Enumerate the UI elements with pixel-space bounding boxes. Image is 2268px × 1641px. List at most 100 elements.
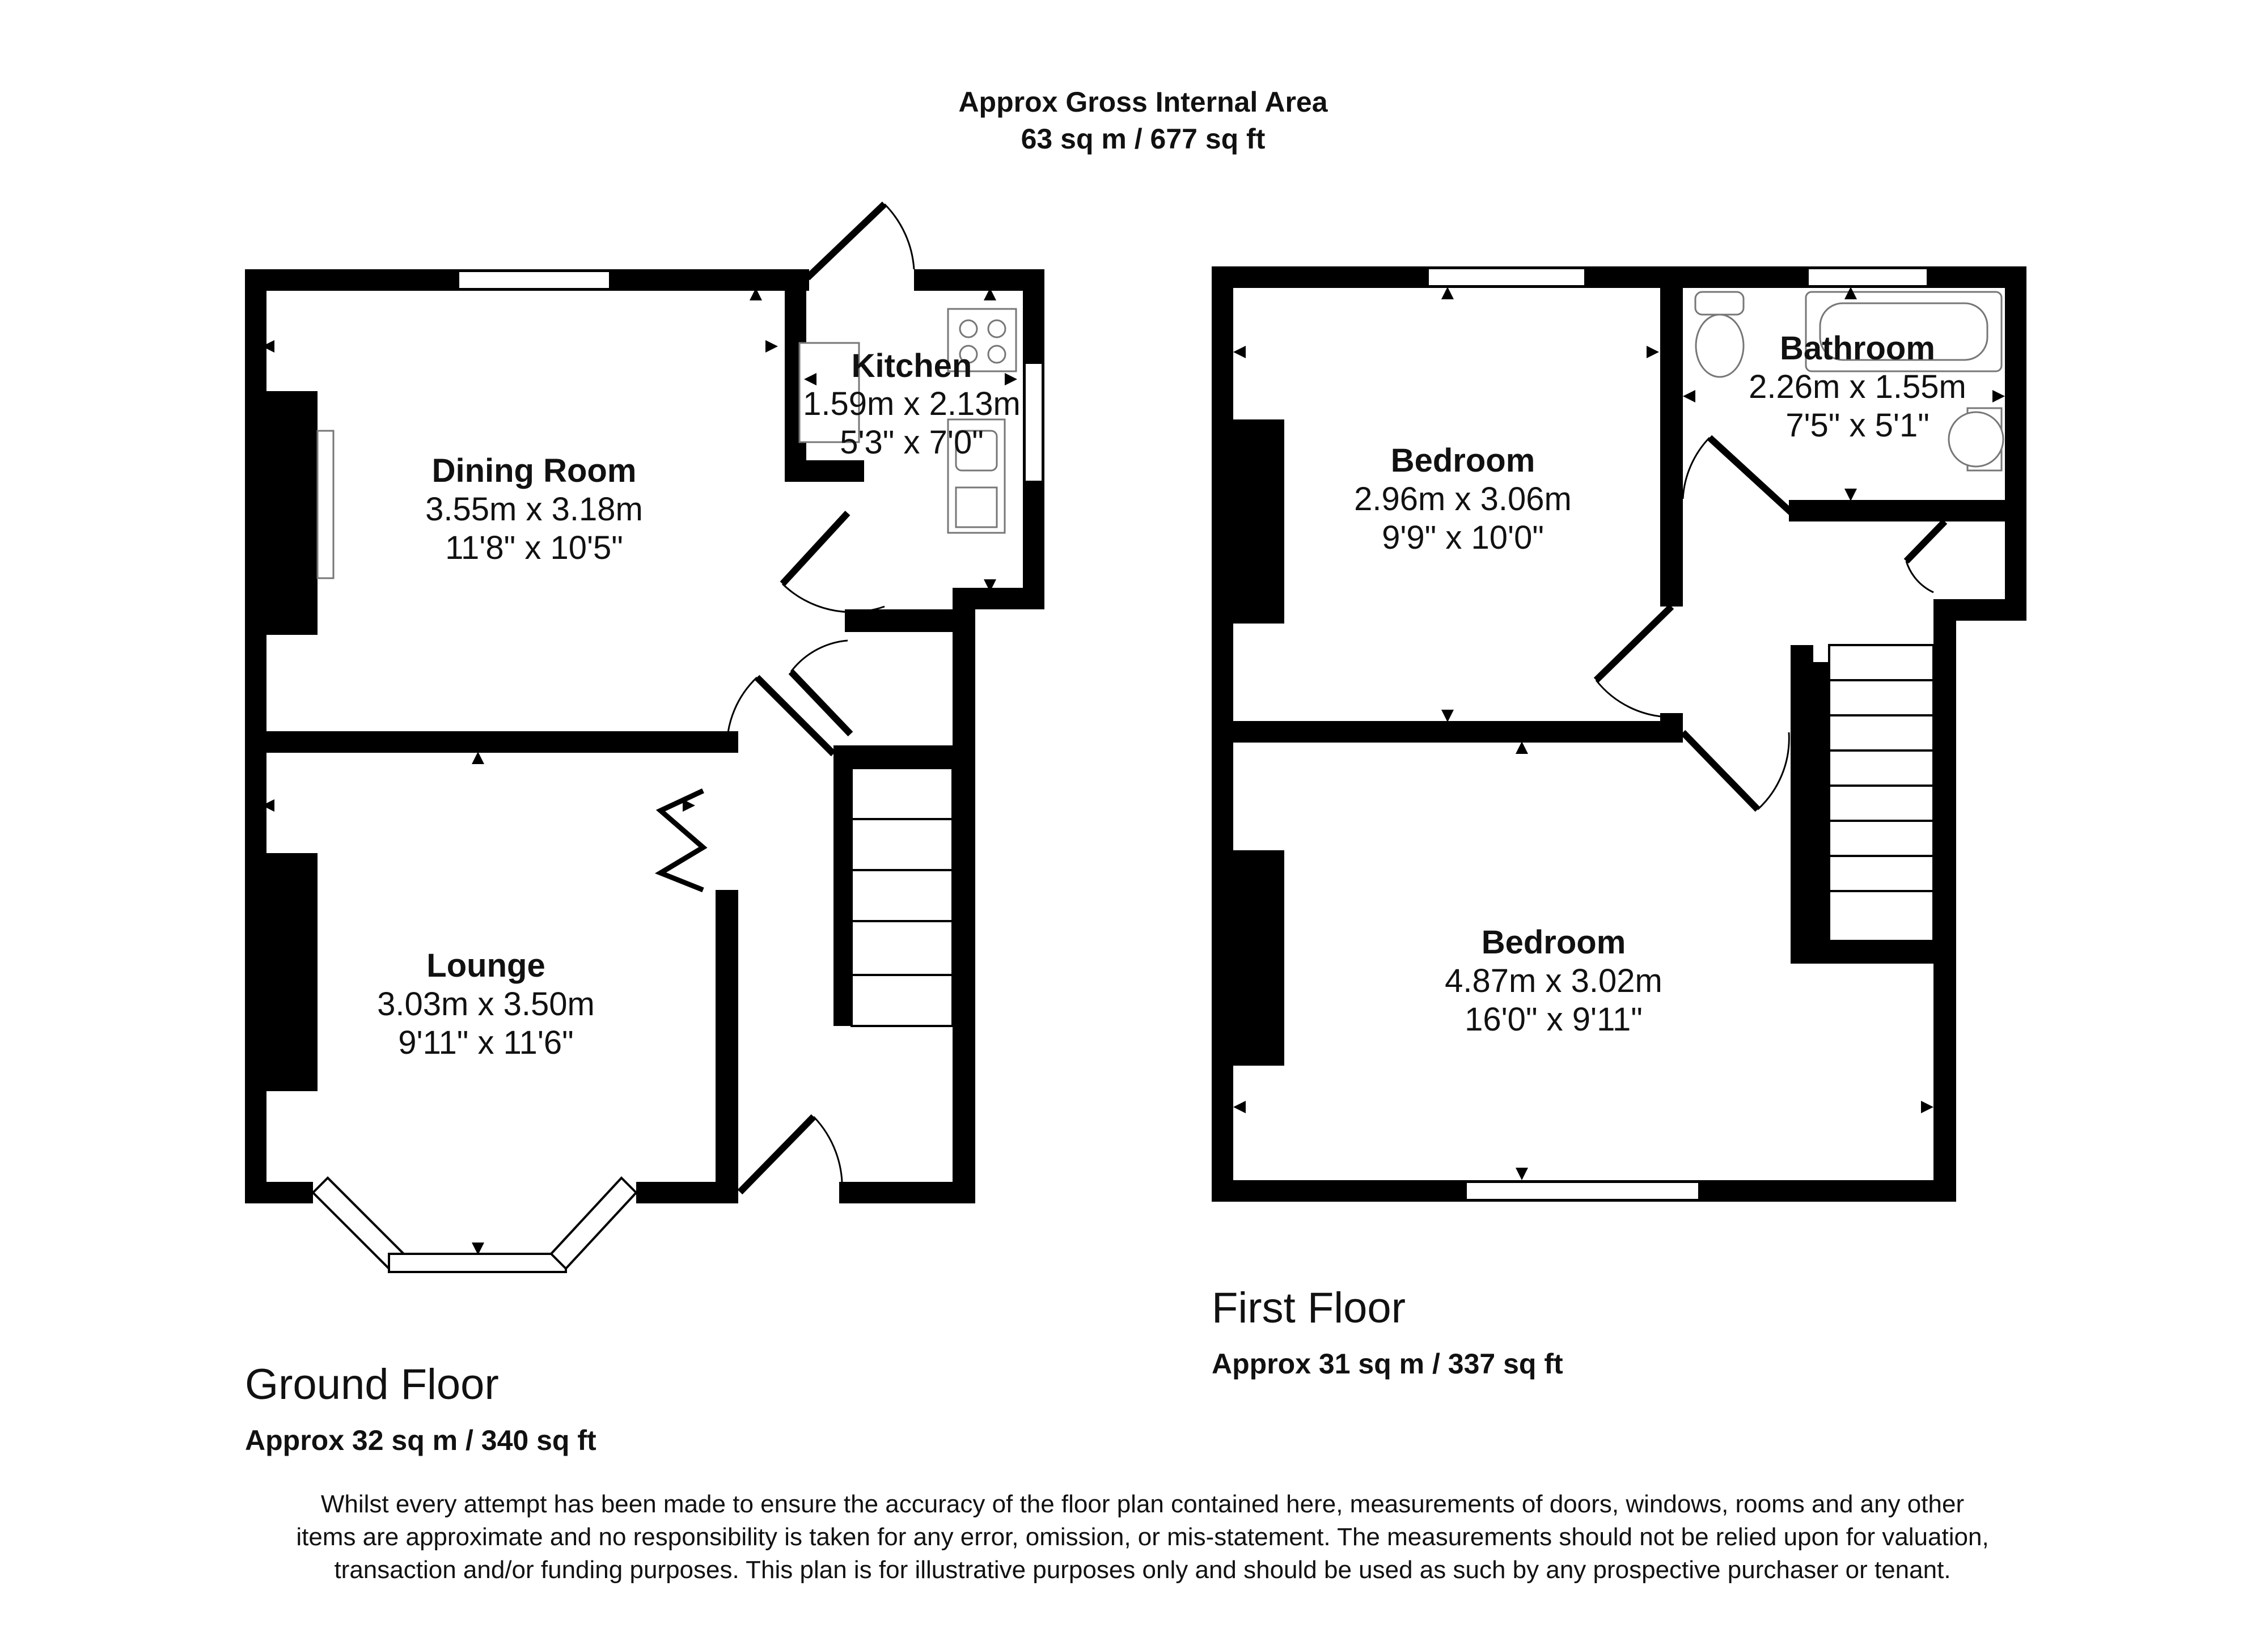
measure-arrow [984, 288, 996, 300]
first-floor-title: First Floor [1212, 1284, 1406, 1332]
bedroom-door-leaf [1593, 604, 1674, 683]
ground-floor-title: Ground Floor [245, 1360, 499, 1409]
measure-arrow [1233, 346, 1246, 358]
wall [953, 609, 975, 1203]
stair-stringer [1813, 662, 1829, 941]
bedroom-1-metric: 2.96m x 3.06m [1354, 481, 1572, 518]
kitchen-door-swing [781, 583, 885, 613]
measure-arrow [683, 799, 695, 812]
bedroom-1-name: Bedroom [1391, 442, 1535, 479]
kitchen-door-leaf [780, 510, 850, 587]
wall [953, 588, 1044, 609]
front-door-swing [813, 1116, 843, 1194]
bathroom-metric: 2.26m x 1.55m [1749, 368, 1966, 405]
stair-tread [850, 767, 954, 820]
lounge-imperial: 9'11" x 11'6" [398, 1024, 573, 1061]
hob-ring [959, 319, 978, 338]
measure-arrow [1516, 1168, 1528, 1180]
toilet-bowl [1695, 313, 1745, 378]
wall [1791, 645, 1813, 964]
wall [2005, 266, 2026, 621]
bathroom-door-swing [1682, 436, 1711, 499]
dining-room-imperial: 11'8" x 10'5" [445, 529, 623, 566]
measure-arrow [1921, 1101, 1933, 1113]
measure-arrow [804, 373, 816, 385]
ground-floor-plan: Dining Room 3.55m x 3.18m 11'8" x 10'5" … [245, 201, 1044, 1456]
sink-drainer [955, 486, 998, 528]
stair-tread [850, 818, 954, 871]
hob-ring [987, 319, 1006, 338]
wall [785, 460, 864, 482]
wall [716, 890, 738, 1203]
measure-arrow [1992, 390, 2005, 402]
bedroom-1-imperial: 9'9" x 10'0" [1382, 519, 1544, 556]
stair-tread [1828, 890, 1935, 942]
stair-tread [850, 920, 954, 976]
stair-tread [850, 869, 954, 922]
front-door-leaf [737, 1114, 816, 1195]
measure-arrow [765, 340, 778, 353]
bedroom-door-swing [1757, 732, 1790, 811]
dining-room-metric: 3.55m x 3.18m [425, 491, 643, 528]
measure-arrow [472, 752, 484, 764]
measure-arrow [1516, 741, 1528, 754]
wash-basin [1948, 411, 2004, 468]
hob-ring [959, 345, 978, 364]
kitchen-imperial: 5'3" x 7'0" [840, 424, 984, 461]
first-floor-plan: Bedroom 2.96m x 3.06m 9'9" x 10'0" Bathr… [1212, 266, 2026, 1380]
bedroom-window [1427, 267, 1586, 287]
bedroom-2-name: Bedroom [1482, 924, 1626, 961]
measure-arrow [262, 799, 274, 812]
toilet-cistern [1694, 291, 1745, 316]
measure-arrow [472, 1243, 484, 1255]
wall [1933, 599, 1956, 1202]
wall [833, 745, 953, 768]
dining-room-name: Dining Room [432, 452, 637, 489]
stair-tread [1828, 679, 1935, 716]
bay-window-right [549, 1176, 638, 1270]
wall [914, 269, 1044, 291]
stair-tread [1828, 820, 1935, 857]
hall-door-swing [726, 676, 758, 749]
hall-door-leaf [754, 675, 836, 757]
bathroom-imperial: 7'5" x 5'1" [1785, 407, 1930, 444]
stair-tread [1828, 785, 1935, 822]
stair-tread [1828, 644, 1935, 681]
kitchen-metric: 1.59m x 2.13m [803, 385, 1021, 422]
chimney-breast [1212, 419, 1284, 624]
bay-window-front [388, 1253, 567, 1273]
measure-arrow [1233, 1101, 1246, 1113]
stair-tread [1828, 714, 1935, 752]
stair-tread [1828, 749, 1935, 787]
kitchen-window [1023, 362, 1044, 483]
fireplace-hearth [316, 430, 335, 579]
wall [845, 609, 975, 632]
bathroom-name: Bathroom [1780, 330, 1935, 367]
hob-ring [987, 345, 1006, 364]
bathroom-door-leaf [1707, 435, 1795, 516]
bedroom-2-imperial: 16'0" x 9'11" [1465, 1001, 1643, 1038]
stair-tread [850, 974, 954, 1027]
cupboard-door-leaf [1903, 519, 1948, 564]
disclaimer: Whilst every attempt has been made to en… [296, 1490, 1989, 1584]
measure-arrow [750, 288, 762, 300]
chimney-breast [245, 853, 318, 1091]
stair-stringer [833, 745, 852, 1026]
bath-inner [1819, 302, 1988, 361]
first-floor-area: Approx 31 sq m / 337 sq ft [1212, 1348, 1563, 1380]
stair-tread [1828, 855, 1935, 892]
back-door-swing [883, 203, 915, 270]
lounge-bifold-door [654, 788, 708, 893]
bedroom-2-metric: 4.87m x 3.02m [1445, 962, 1662, 999]
lounge-metric: 3.03m x 3.50m [377, 986, 595, 1023]
chimney-breast [1212, 850, 1284, 1066]
cupboard-door-swing [1905, 561, 1934, 593]
back-door-leaf [805, 201, 887, 281]
wall [1789, 500, 2026, 521]
sink-bowl [955, 430, 998, 472]
measure-arrow [1647, 346, 1659, 358]
hall-door-leaf [788, 669, 853, 737]
wall [245, 1182, 313, 1203]
wall [1791, 941, 1933, 964]
